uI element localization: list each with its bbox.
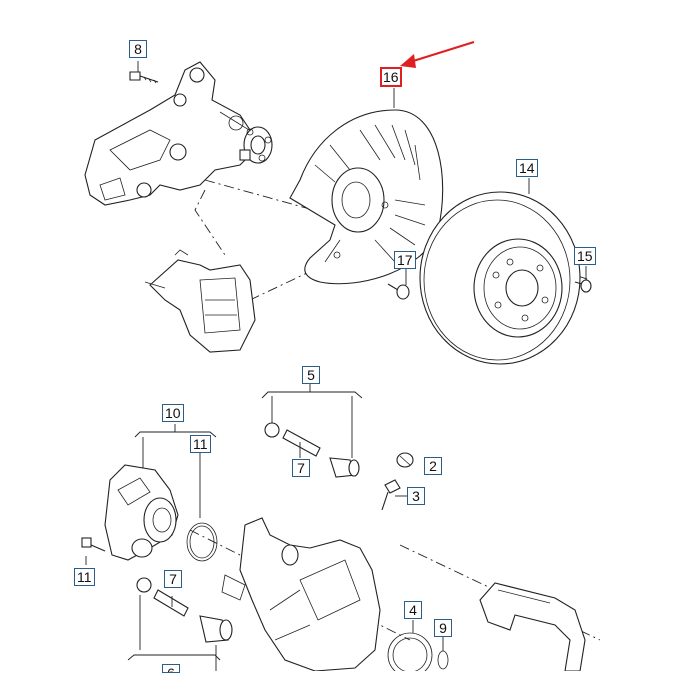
guide-sleeve-part-6[interactable] [199, 615, 233, 643]
callout-15[interactable]: 15 [574, 247, 596, 265]
hub-bearing-unit[interactable] [239, 126, 273, 164]
bracket-6 [127, 654, 221, 661]
callout-11-oring[interactable]: 11 [190, 435, 211, 453]
callout-7-lower[interactable]: 7 [164, 570, 182, 588]
callout-4[interactable]: 4 [404, 601, 422, 619]
callout-11-bolt[interactable]: 11 [74, 568, 95, 586]
callout-8[interactable]: 8 [129, 40, 147, 58]
bleed-cap-part-2[interactable] [396, 452, 414, 468]
bolt-part-11[interactable] [81, 537, 106, 552]
bracket-10 [134, 424, 217, 438]
brake-dust-shield-part-16[interactable] [289, 109, 444, 285]
callout-5[interactable]: 5 [302, 366, 320, 384]
callout-17[interactable]: 17 [394, 251, 416, 269]
brake-disc-part-14[interactable] [419, 191, 581, 365]
guide-pin-cap-part-7a[interactable] [264, 422, 280, 438]
callout-2[interactable]: 2 [424, 457, 442, 475]
assembly-line-hub-to-caliper [194, 189, 226, 256]
retaining-ring-part-9[interactable] [437, 650, 449, 670]
brake-pad-carrier[interactable] [479, 582, 586, 671]
callout-9[interactable]: 9 [434, 619, 452, 637]
brake-caliper-housing[interactable] [221, 517, 381, 671]
highlight-arrow [400, 40, 475, 68]
caliper-actuator-motor-part-10[interactable] [104, 464, 179, 561]
callout-3[interactable]: 3 [407, 487, 425, 505]
guide-pin-cap-part-7b[interactable] [136, 577, 152, 593]
piston-seal-part-4[interactable] [387, 632, 433, 671]
brake-caliper-assembly-small[interactable] [144, 249, 256, 353]
bolt-part-8[interactable] [129, 71, 159, 84]
callout-10[interactable]: 10 [162, 404, 184, 422]
guide-sleeve-part-5[interactable] [329, 457, 360, 478]
bracket-5 [261, 383, 363, 399]
bleed-valve-part-3[interactable] [381, 479, 401, 511]
callout-6[interactable]: 6 [162, 664, 180, 673]
callout-14[interactable]: 14 [516, 159, 538, 177]
guide-pin-part-7b[interactable] [153, 589, 189, 617]
guide-pin-part-7a[interactable] [282, 429, 321, 457]
wheel-bearing-housing[interactable] [84, 61, 263, 206]
callout-16-highlighted[interactable]: 16 [380, 67, 402, 87]
bolt-part-17[interactable] [387, 283, 410, 300]
o-ring-part-11[interactable] [186, 522, 218, 562]
callout-7-upper[interactable]: 7 [292, 459, 310, 477]
